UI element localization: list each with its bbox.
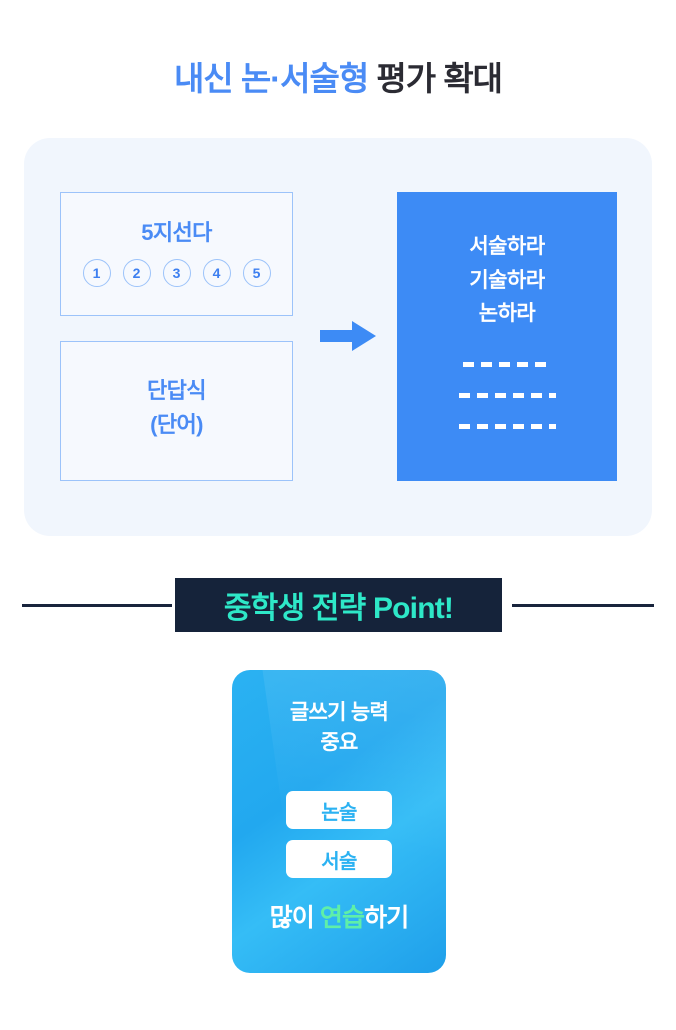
short-answer-label: 단답식 (단어) — [61, 374, 292, 442]
banner-box: 중학생 전략 Point! — [175, 578, 502, 632]
page-title-highlight: 내신 논·서술형 — [173, 60, 369, 97]
strategy-heading: 글쓰기 능력 중요 — [232, 698, 446, 759]
section-banner: 중학생 전략 Point! — [0, 578, 676, 632]
multiple-choice-box: 5지선다 1 2 3 4 5 — [60, 192, 293, 316]
essay-prompt-line: 서술하라 — [469, 235, 545, 258]
strategy-footer-prefix: 많이 — [269, 904, 320, 932]
choice-option: 3 — [162, 259, 191, 287]
strategy-footer-suffix: 하기 — [364, 904, 409, 932]
essay-prompt-line: 기술하라 — [469, 268, 545, 292]
strategy-footer: 많이 연습하기 — [232, 898, 446, 934]
strategy-card: 글쓰기 능력 중요 논술 서술 많이 연습하기 — [232, 670, 446, 973]
short-answer-box: 단답식 (단어) — [60, 341, 293, 481]
choice-option: 5 — [242, 259, 271, 287]
essay-prompt-line: 논하라 — [478, 302, 536, 326]
choice-options: 1 2 3 4 5 — [61, 259, 292, 287]
strategy-pill-list: 논술 서술 — [232, 791, 446, 889]
writing-line — [463, 362, 551, 367]
strategy-pill: 서술 — [286, 840, 392, 878]
short-answer-line2: (단어) — [150, 412, 203, 438]
strategy-heading-line2: 중요 — [320, 731, 358, 755]
choice-option: 1 — [82, 259, 111, 287]
essay-format-box: 서술하라 기술하라 논하라 — [397, 192, 617, 481]
writing-line — [458, 424, 556, 429]
writing-line — [458, 393, 556, 398]
multiple-choice-label: 5지선다 — [141, 220, 212, 245]
strategy-heading-line1: 글쓰기 능력 — [289, 701, 389, 724]
choice-option: 2 — [122, 259, 151, 287]
writing-lines — [397, 362, 617, 455]
banner-rule-left — [22, 604, 172, 607]
banner-rule-right — [512, 604, 654, 607]
page-title: 내신 논·서술형 평가 확대 — [0, 52, 676, 100]
banner-label: 중학생 전략 Point! — [223, 592, 454, 625]
strategy-pill: 논술 — [286, 791, 392, 829]
essay-prompts: 서술하라 기술하라 논하라 — [397, 230, 617, 331]
page-title-rest: 평가 확대 — [368, 60, 503, 97]
arrow-right-icon — [318, 319, 380, 353]
strategy-footer-accent: 연습 — [319, 904, 365, 932]
short-answer-line1: 단답식 — [147, 378, 207, 403]
choice-option: 4 — [202, 259, 231, 287]
